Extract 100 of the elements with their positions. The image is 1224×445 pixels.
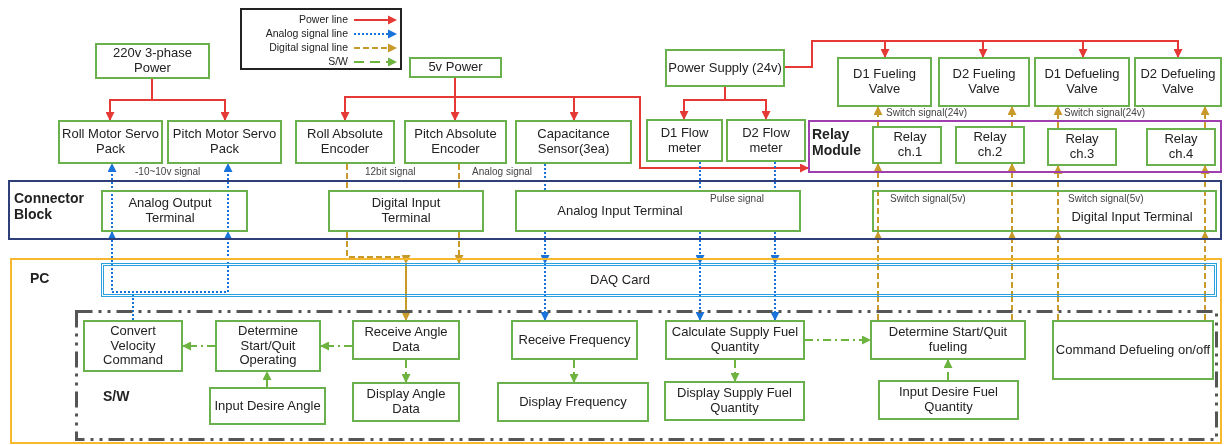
process-box	[878, 380, 1019, 420]
legend-text: Power line	[297, 13, 348, 26]
dashed-arrow	[1200, 106, 1210, 129]
box-label: Analog Output Terminal	[127, 196, 213, 226]
box-label: Roll Motor Servo Pack	[61, 127, 160, 157]
dashed-arrow	[540, 262, 550, 321]
process-box	[497, 382, 649, 422]
box-label: Pitch Motor Servo Pack	[171, 127, 278, 157]
box-label: Roll Absolute Encoder	[306, 127, 384, 157]
dashed-arrow	[695, 262, 705, 321]
dashed-arrow	[873, 106, 883, 127]
process-box	[1052, 320, 1214, 380]
process-box	[511, 320, 638, 360]
legend-text: S/W	[327, 55, 348, 68]
process-box	[664, 381, 805, 421]
process-box	[167, 120, 282, 164]
process-box	[58, 120, 163, 164]
process-box	[83, 320, 183, 372]
dashed-arrow	[873, 163, 883, 233]
signal-label: Pulse signal	[710, 193, 764, 205]
dashed-arrow	[730, 359, 740, 382]
box-label: D2 Defueling Valve	[1139, 67, 1217, 97]
process-box	[352, 320, 460, 360]
process-box	[870, 320, 1026, 360]
panel-heading: Connector Block	[14, 190, 85, 223]
dashed-arrow	[1053, 231, 1063, 298]
box-label: Input Desire Angle	[214, 398, 321, 414]
process-box	[955, 126, 1025, 164]
box-label: Relay ch.3	[1064, 132, 1100, 162]
dashed-arrow	[1007, 106, 1017, 127]
arrow	[784, 40, 1183, 68]
dashed-arrow	[132, 231, 233, 298]
dashed-arrow	[1200, 165, 1210, 233]
panel-heading: S/W	[103, 388, 131, 405]
process-box	[665, 49, 785, 87]
process-box	[837, 57, 932, 107]
box-label: Convert Velocity Command	[102, 324, 164, 368]
process-box	[1034, 57, 1130, 107]
panel-heading: Relay Module	[812, 126, 862, 159]
box-label: Calculate Supply Fuel Quantity	[670, 325, 800, 355]
box-label: Determine Start/Quit fueling	[887, 325, 1009, 355]
process-box	[209, 387, 326, 425]
process-box	[515, 120, 632, 164]
dashed-arrow	[454, 231, 464, 264]
arrow	[724, 86, 771, 120]
box-label: Pitch Absolute Encoder	[413, 127, 498, 157]
panel-heading: PC	[30, 270, 51, 287]
signal-label: Switch signal(24v)	[886, 107, 968, 119]
box-label: 5v Power	[428, 60, 483, 75]
box-label: D1 Defueling Valve	[1043, 67, 1121, 97]
dashed-arrow	[1053, 106, 1063, 129]
box-label: Capacitance Sensor(3ea)	[536, 127, 611, 157]
relay-module-panel	[808, 120, 1222, 173]
dashed-arrow	[770, 262, 780, 321]
signal-label: Switch signal(5v)	[890, 193, 966, 205]
box-label: 220v 3-phase Power	[112, 46, 193, 76]
signal-label: Switch signal(24v)	[1064, 107, 1146, 119]
dashed-arrow	[695, 231, 705, 264]
dashed-arrow	[182, 341, 216, 351]
pc-panel	[10, 258, 1222, 444]
process-box	[872, 126, 942, 164]
arrow	[151, 78, 230, 121]
dashed-arrow	[804, 335, 871, 345]
dashed-arrow	[346, 231, 411, 264]
box-label: Receive Frequency	[518, 332, 631, 348]
process-box	[101, 190, 248, 232]
signal-label: Analog signal	[472, 166, 533, 178]
connector-block-panel	[8, 180, 1222, 240]
process-box	[328, 190, 484, 232]
process-box	[215, 320, 321, 372]
dashed-arrow	[873, 231, 883, 298]
software-group-frame	[75, 310, 1218, 441]
process-box	[409, 57, 502, 78]
process-box	[295, 120, 395, 164]
box-label: Display Supply Fuel Quantity	[676, 386, 793, 416]
process-box	[1146, 128, 1216, 166]
process-box	[1134, 57, 1222, 107]
dashed-arrow	[1007, 163, 1017, 233]
box-label: DAQ Card	[590, 272, 650, 288]
box-label: Relay ch.2	[972, 130, 1008, 160]
dashed-arrow	[943, 359, 953, 381]
box-label: D1 Fueling Valve	[852, 67, 917, 97]
arrow	[454, 77, 809, 173]
box-label: Determine Start/Quit Operating	[237, 324, 299, 368]
process-box	[515, 190, 801, 232]
box-label: Digital Input Terminal	[1071, 210, 1193, 225]
process-box	[872, 190, 1217, 232]
box-label: Digital Input Terminal	[370, 196, 442, 226]
process-box	[938, 57, 1030, 107]
process-box	[1047, 128, 1117, 166]
process-box	[646, 119, 723, 162]
dashed-arrow	[540, 231, 550, 264]
box-label: Analog Input Terminal	[557, 203, 683, 219]
process-box	[352, 382, 460, 422]
arrow	[401, 262, 411, 321]
process-box	[726, 119, 806, 162]
daq-card-bar	[101, 263, 1217, 297]
dashed-arrow	[1200, 231, 1210, 298]
box-label: D2 Flow meter	[741, 125, 791, 156]
dashed-arrow	[770, 231, 780, 264]
